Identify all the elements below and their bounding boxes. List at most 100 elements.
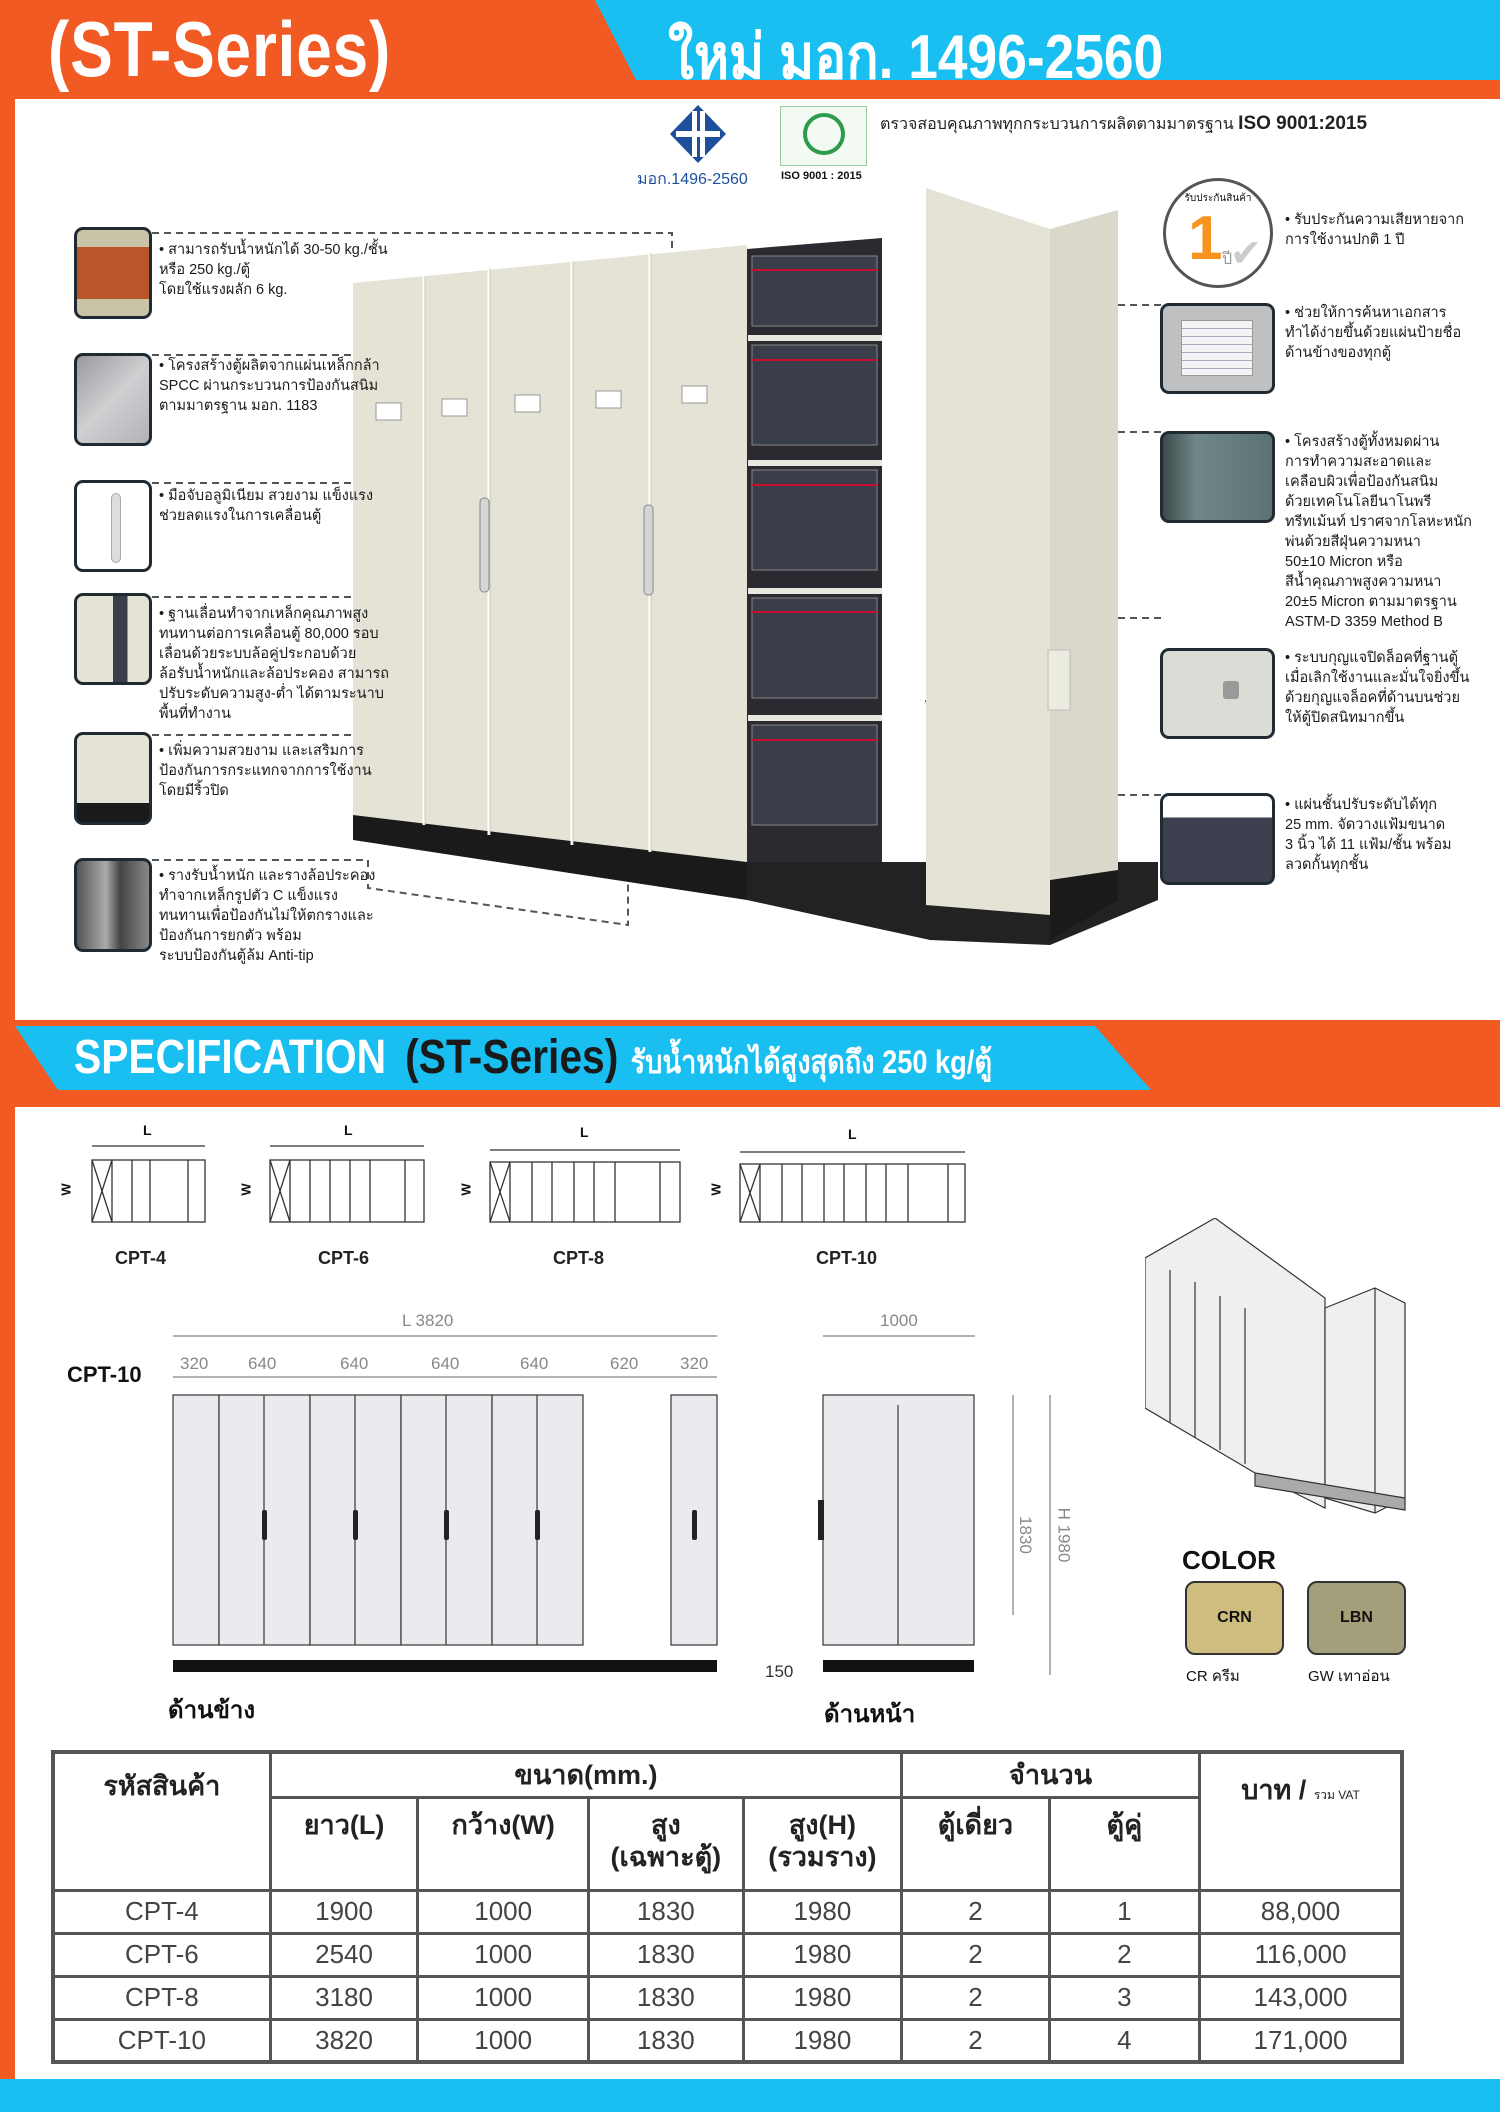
segment-dim: 640 [520, 1354, 549, 1373]
base-height-dim: 150 [765, 1662, 794, 1681]
feature-aluminium-handle: มือจับอลูมิเนียม สวยงาม แข็งแรง ช่วยลดแร… [159, 486, 373, 526]
width-label: W [58, 1183, 74, 1196]
cell-height-total: 1980 [741, 1974, 904, 2021]
feature-photo-steel-sheet [74, 353, 152, 446]
color-swatch-lbn: LBN [1307, 1581, 1406, 1655]
cell-price: 88,000 [1198, 1888, 1404, 1935]
color-name-gw: GW เทาอ่อน [1308, 1668, 1390, 1685]
cell-height-cabinet: 1830 [587, 1888, 745, 1935]
quality-standard: ISO 9001:2015 [1238, 113, 1368, 134]
header-price-note: รวม VAT [1313, 1788, 1360, 1802]
segment-dim: 640 [248, 1354, 277, 1373]
cell-width: 1000 [416, 1888, 591, 1935]
header-width: กว้าง(W) [416, 1795, 591, 1892]
length-label: L [848, 1126, 857, 1142]
header-double: ตู้คู่ [1047, 1795, 1202, 1892]
layout-diagrams [91, 1145, 966, 1223]
side-front-drawing [172, 1335, 1051, 1675]
feature-photo-rail [74, 858, 152, 952]
spec-banner [15, 1026, 1151, 1090]
cell-code: CPT-6 [51, 1931, 272, 1978]
side-view-model: CPT-10 [67, 1362, 142, 1387]
feature-warranty: รับประกันความเสียหายจาก การใช้งานปกติ 1 … [1285, 210, 1464, 250]
feature-photo-lock [1160, 648, 1275, 739]
layout-label-cpt10: CPT-10 [816, 1248, 878, 1268]
feature-photo-base [74, 593, 152, 685]
price-table: รหัสสินค้า ขนาด(mm.) จำนวน บาท / รวม VAT… [51, 1750, 1404, 2064]
header-price-label: บาท / [1241, 1775, 1307, 1805]
spec-heading: SPECIFICATION (ST-Series) รับน้ำหนักได้ส… [74, 1030, 992, 1088]
header-code: รหัสสินค้า [51, 1750, 272, 1892]
cell-code: CPT-10 [51, 2017, 272, 2064]
feature-photo-trim [74, 732, 152, 825]
feature-photo-coating [1160, 431, 1275, 523]
cell-width: 1000 [416, 1974, 591, 2021]
cabinet-3d-drawing [1145, 1218, 1406, 1514]
color-name-cr: CR ครีม [1186, 1668, 1240, 1685]
cell-price: 171,000 [1198, 2017, 1404, 2064]
feature-photo-handle [74, 480, 152, 572]
tis-logo-icon [670, 105, 726, 163]
width-label: W [458, 1183, 474, 1196]
feature-load-capacity: สามารถรับน้ำหนักได้ 30-50 kg./ชั้น หรือ … [159, 240, 388, 300]
warranty-unit: ปี [1222, 251, 1233, 268]
feature-shelf: แผ่นชั้นปรับระดับได้ทุก 25 mm. จัดวางแฟ้… [1285, 795, 1452, 875]
cell-length: 2540 [268, 1931, 420, 1978]
cell-length: 3820 [268, 2017, 420, 2064]
cell-height-total: 1980 [741, 2017, 904, 2064]
spec-series: (ST-Series) [405, 1031, 619, 1084]
mobile-cabinet-illustration [152, 188, 1161, 945]
header-height-cabinet: สูง (เฉพาะตู้) [587, 1795, 745, 1892]
cell-length: 3180 [268, 1974, 420, 2021]
header-size: ขนาด(mm.) [268, 1750, 904, 1799]
feature-sliding-base: ฐานเลื่อนทำจากเหล็กคุณภาพสูง ทนทานต่อการ… [159, 604, 389, 724]
tis-label: มอก.1496-2560 [637, 171, 748, 188]
layout-label-cpt6: CPT-6 [318, 1248, 370, 1268]
total-height-dim: H 1980 [1054, 1507, 1074, 1563]
cell-height-cabinet: 1830 [587, 1931, 745, 1978]
cell-width: 1000 [416, 1931, 591, 1978]
front-width-dim: 1000 [880, 1311, 918, 1330]
feature-photo-label-plate [1160, 303, 1275, 394]
header-length: ยาว(L) [268, 1795, 420, 1892]
header-price: บาท / รวม VAT [1198, 1750, 1404, 1892]
standard-title: ใหม่ มอก. 1496-2560 [668, 23, 1164, 92]
checkmark-icon: ✔ [1230, 233, 1262, 275]
cell-single: 2 [900, 1888, 1051, 1935]
side-view-label: ด้านข้าง [168, 1697, 256, 1724]
feature-lock: ระบบกุญแจปิดล็อคที่ฐานตู้ เมื่อเลิกใช้งา… [1285, 648, 1469, 728]
color-title: COLOR [1182, 1545, 1276, 1575]
layout-label-cpt4: CPT-4 [115, 1248, 167, 1268]
feature-rail: รางรับน้ำหนัก และรางล้อประคอง ทำจากเหล็ก… [159, 866, 375, 966]
length-label: L [143, 1122, 152, 1138]
iso-certificate-icon [780, 106, 867, 166]
cell-double: 3 [1047, 1974, 1202, 2021]
length-label: L [580, 1124, 589, 1140]
quality-statement: ตรวจสอบคุณภาพทุกกระบวนการผลิตตามมาตรฐาน … [880, 112, 1367, 137]
cell-price: 143,000 [1198, 1974, 1404, 2021]
feature-trim: เพิ่มความสวยงาม และเสริมการ ป้องกันการกร… [159, 741, 372, 801]
header-height-total: สูง(H) (รวมราง) [741, 1795, 904, 1892]
cell-price: 116,000 [1198, 1931, 1404, 1978]
cell-length: 1900 [268, 1888, 420, 1935]
length-label: L [344, 1122, 353, 1138]
cell-code: CPT-4 [51, 1888, 272, 1935]
cell-height-cabinet: 1830 [587, 1974, 745, 2021]
cell-height-total: 1980 [741, 1931, 904, 1978]
warranty-badge: รับประกันสินค้า 1 ปี ✔ [1163, 178, 1273, 288]
cell-single: 2 [900, 1931, 1051, 1978]
cell-single: 2 [900, 2017, 1051, 2064]
header-banner [595, 0, 1500, 80]
width-label: W [238, 1183, 254, 1196]
cell-code: CPT-8 [51, 1974, 272, 2021]
cell-width: 1000 [416, 2017, 591, 2064]
footer-bar [0, 2079, 1500, 2112]
series-title: (ST-Series) [48, 5, 392, 93]
feature-coating: โครงสร้างตู้ทั้งหมดผ่าน การทำความสะอาดแล… [1285, 432, 1472, 632]
feature-photo-load-capacity [74, 227, 152, 319]
layout-label-cpt8: CPT-8 [553, 1248, 605, 1268]
warranty-years: 1 [1188, 204, 1223, 273]
